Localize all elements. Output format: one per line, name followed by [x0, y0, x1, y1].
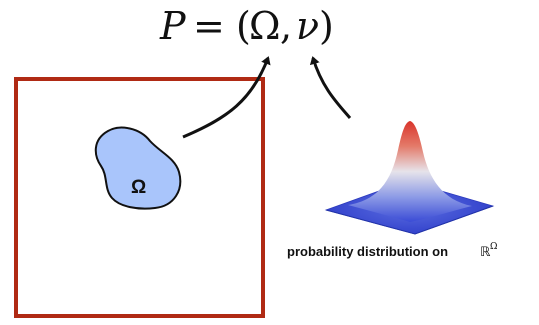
caption-set-symbol: ℝ	[480, 245, 491, 260]
curved-arrow-to-nu	[309, 56, 352, 119]
omega-region	[94, 126, 182, 210]
formula-omega: Ω	[249, 4, 281, 48]
gaussian-surface-icon	[324, 121, 495, 235]
curved-arrow-to-omega	[182, 56, 271, 139]
formula: P = ( Ω , ν )	[159, 4, 334, 48]
formula-lhs: P	[159, 4, 187, 48]
caption-text: probability distribution on	[287, 244, 448, 259]
formula-close-paren: )	[319, 4, 334, 48]
formula-equals: =	[193, 4, 225, 48]
formula-open-paren: (	[236, 4, 251, 48]
formula-nu: ν	[296, 4, 319, 48]
omega-region-label: Ω	[131, 177, 146, 198]
caption-superscript: Ω	[490, 242, 497, 252]
formula-comma: ,	[280, 4, 292, 48]
domain-frame	[14, 77, 265, 318]
distribution-caption: probability distribution on ℝ Ω	[287, 242, 497, 260]
